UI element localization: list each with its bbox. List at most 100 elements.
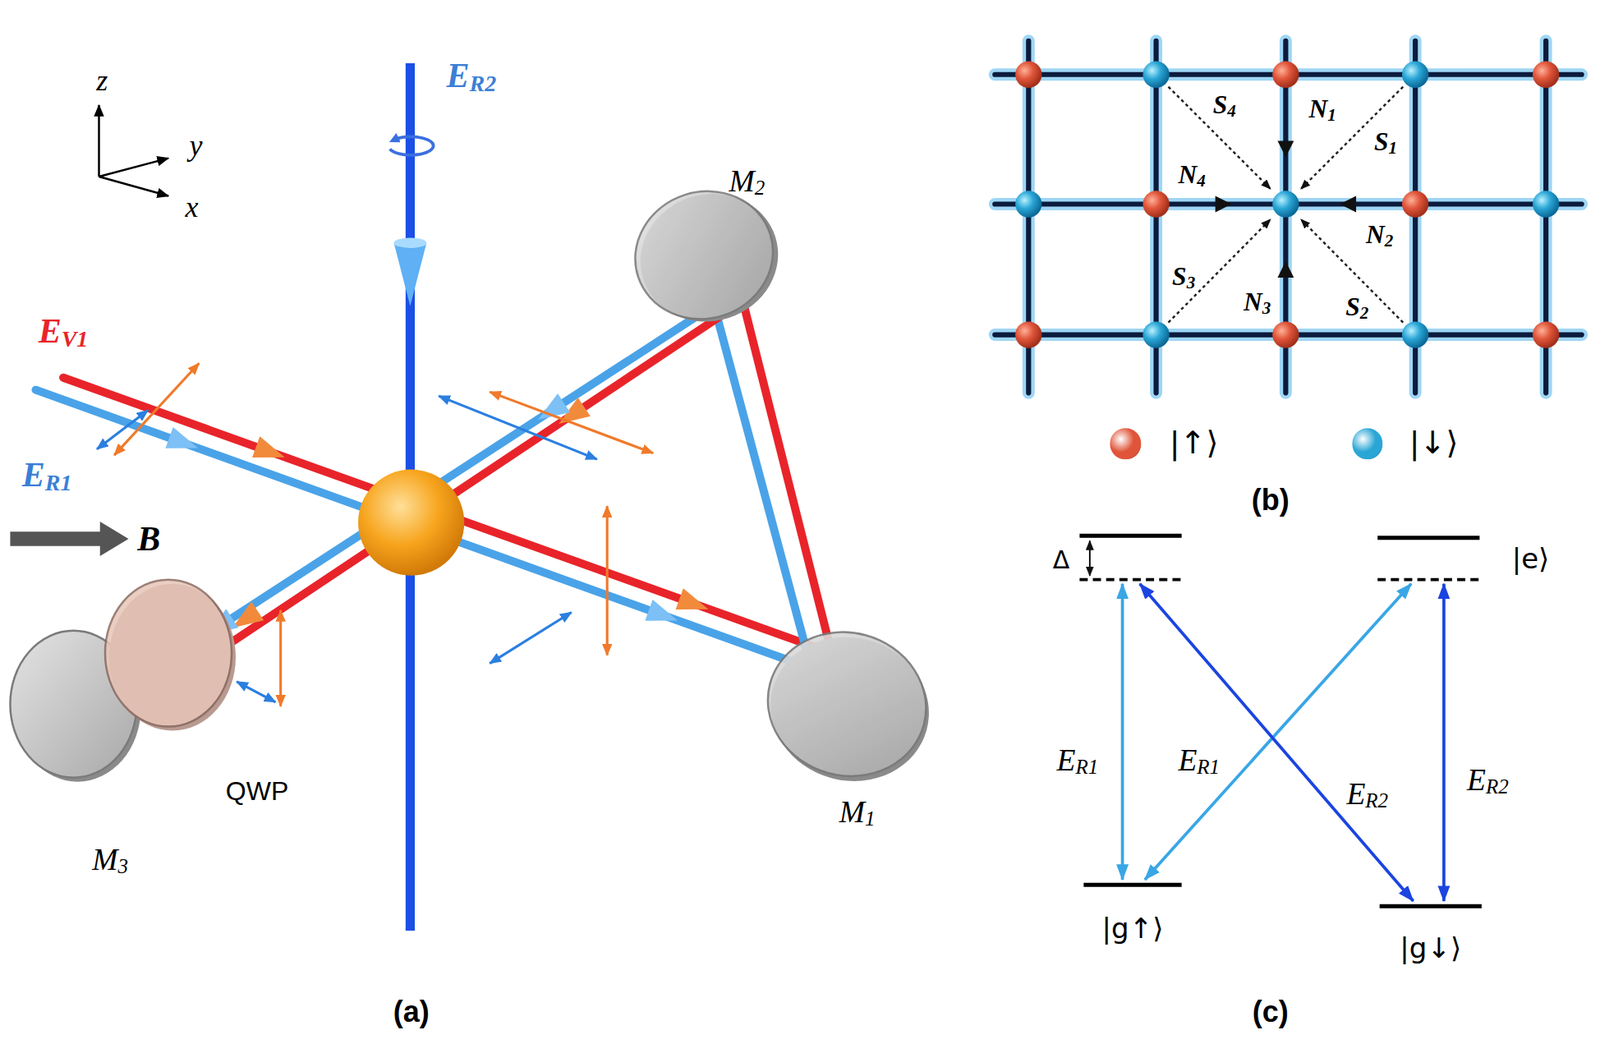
legend-text: |↓⟩: [1409, 427, 1458, 462]
spin-up-site: [1015, 61, 1042, 88]
spin-down-site: [1402, 61, 1429, 88]
spin-up-site: [1532, 321, 1559, 348]
axis-arrow: [99, 176, 169, 197]
beam-label: ER1: [22, 455, 73, 497]
mirror-disk: [9, 172, 947, 800]
coupling-label: N3: [1243, 288, 1271, 318]
nearest-hopping-arrow: [1277, 140, 1294, 157]
vertical-beam: [394, 238, 428, 249]
mirror-disk: [751, 614, 943, 794]
lattice-bond-glow: [994, 41, 1582, 394]
beam-label: ER2: [446, 56, 497, 97]
mirror-disk: [750, 614, 947, 799]
raman-transition: [1122, 583, 1444, 902]
mirror-label: M2: [729, 164, 766, 200]
nearest-hopping-arrow: [1339, 196, 1357, 213]
nearest-hopping-arrow: [1215, 196, 1233, 213]
quarter-wave-plate: [105, 579, 236, 732]
energy-level: [1377, 535, 1480, 540]
transition-label: ER1: [1057, 742, 1099, 778]
mirror-label: M3: [91, 842, 129, 879]
polarization-arrow: [438, 395, 598, 460]
polarization-arrow: [279, 610, 282, 707]
mirror-label: M1: [839, 794, 876, 830]
axis-label: x: [185, 192, 199, 226]
detuning-arrow: [1089, 540, 1091, 575]
polarization-arrow: [114, 363, 199, 456]
beam-direction-cone: [165, 427, 198, 449]
diagonal-hopping-line: [1167, 219, 1270, 322]
beam-direction-cone: [644, 599, 678, 621]
panel-label: (a): [393, 996, 430, 1030]
diagonal-hopping-line: [1167, 87, 1403, 323]
coupling-label: S1: [1374, 128, 1398, 158]
beam-label: EV1: [38, 311, 89, 352]
energy-level: [1379, 904, 1482, 909]
coupling-label: N4: [1177, 160, 1205, 191]
level-label: |e⟩: [1512, 543, 1550, 575]
legend-text: |↑⟩: [1169, 427, 1219, 462]
polarization-arrow: [489, 391, 653, 454]
spin-down-site: [1142, 321, 1169, 348]
plate-label: QWP: [225, 777, 289, 806]
beam-direction-cone: [165, 393, 709, 635]
legend-swatch: [1110, 428, 1141, 460]
coupling-label: S3: [1172, 262, 1196, 293]
coupling-label: S2: [1345, 293, 1369, 323]
spin-up-site: [1532, 61, 1559, 88]
spin-up-site: [1142, 190, 1169, 217]
detuning-label: Δ: [1052, 545, 1071, 573]
polarization-arrow: [96, 409, 148, 449]
spin-up-site: [1272, 61, 1299, 88]
raman-transition: [1121, 583, 1125, 880]
energy-level: [1083, 882, 1182, 888]
transition-label: ER2: [1346, 776, 1389, 812]
axis-label: y: [189, 129, 203, 163]
laser-beam: [714, 306, 812, 669]
energy-level: [1079, 535, 1481, 906]
spin-down-site: [1015, 61, 1559, 349]
raman-transition: [1140, 583, 1414, 902]
axis-arrow: [97, 105, 100, 177]
nearest-hopping-arrow: [1215, 140, 1357, 277]
axis-arrow: [99, 158, 169, 177]
quarter-wave-plate: [105, 579, 232, 727]
mirror-disk: [618, 172, 796, 341]
vertical-beam: [390, 136, 434, 155]
virtual-level: [1377, 578, 1480, 582]
raman-transition: [1144, 583, 1412, 880]
magnetic-field-arrow: [9, 521, 129, 557]
raman-transition: [1442, 583, 1446, 902]
panel-label: (b): [1251, 483, 1290, 517]
panel-label: (c): [1252, 996, 1289, 1030]
legend-swatch: [1351, 428, 1383, 460]
spin-up-site: [1272, 321, 1299, 348]
diagonal-hopping-line: [1301, 87, 1403, 189]
energy-level: [1079, 533, 1182, 538]
diagonal-hopping-line: [1301, 219, 1403, 322]
level-label: |g↑⟩: [1102, 913, 1164, 944]
spin-down-site: [1532, 190, 1559, 217]
polarization-arrow: [489, 611, 571, 663]
transition-label: ER2: [1466, 763, 1509, 799]
vertical-beam: [394, 243, 428, 307]
spin-down-site: [1272, 190, 1299, 217]
polarization-arrow: [236, 681, 276, 703]
coupling-label: N2: [1365, 220, 1394, 251]
magnetic-field-arrow: [9, 521, 129, 557]
spin-up-site: [1402, 190, 1429, 217]
virtual-level: [1079, 578, 1480, 582]
beam-direction-cone: [675, 588, 709, 610]
atom-cloud: [358, 469, 465, 576]
spin-up-site: [1015, 321, 1042, 348]
spin-down-site: [1015, 190, 1042, 217]
spin-down-site: [1142, 61, 1169, 88]
axis-label: z: [96, 65, 108, 99]
spin-up-site: [1015, 61, 1559, 349]
coupling-label: S4: [1213, 91, 1237, 121]
axis-arrow: [99, 105, 169, 197]
beam-direction-cone: [232, 601, 265, 628]
detuning-arrow: [1089, 540, 1091, 575]
atom-cloud: [358, 469, 465, 576]
